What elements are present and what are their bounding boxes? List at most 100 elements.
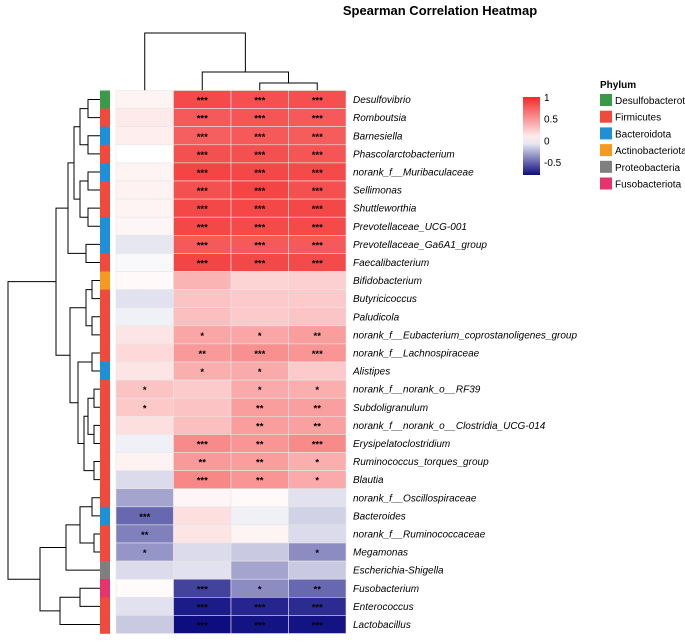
significance-label: *** [254,186,265,197]
significance-label: *** [197,620,208,631]
phylum-swatch-cell [100,488,110,508]
color-scale-bar [523,97,540,175]
row-dendrogram-branch [87,99,100,119]
row-dendrogram-branch [77,361,92,444]
phylum-swatch-cell [100,325,110,345]
significance-label: *** [254,96,265,107]
row-dendrogram-branch [91,316,100,336]
row-dendrogram-branch [39,547,66,612]
heatmap-cell [288,524,347,544]
row-dendrogram-branch [79,108,88,146]
row-dendrogram-branch [79,587,100,607]
row-label: norank_f__Muribaculaceae [353,167,474,178]
phylum-swatch-cell [100,398,110,417]
significance-label: *** [197,96,208,107]
heatmap-cell [173,271,232,290]
phylum-swatch-cell [100,271,110,290]
row-label: Lactobacillus [353,620,411,631]
column-dendrogram-branch [259,82,318,91]
color-scale-tick: -0.5 [544,158,562,169]
significance-label: *** [312,222,323,233]
heatmap-cell [173,560,232,580]
heatmap-cell [288,289,347,309]
row-labels: DesulfovibrioRomboutsiaBarnesiellaPhasco… [352,95,577,631]
phylum-swatch-cell [100,307,110,327]
significance-label: * [143,385,147,396]
significance-label: *** [254,132,265,143]
chart-title: Spearman Correlation Heatmap [343,3,537,18]
significance-label: * [258,367,262,378]
row-dendrogram-branch [87,135,100,155]
phylum-legend-swatch [600,94,612,106]
significance-label: ** [314,584,322,595]
row-dendrogram-branch [91,280,100,300]
phylum-color-bar [100,90,110,634]
heatmap-cell [115,144,174,164]
significance-label: *** [312,204,323,215]
phylum-swatch-cell [100,126,110,146]
row-dendrogram-branch [79,180,88,218]
significance-label: ** [314,331,322,342]
heatmap-cell [288,615,347,634]
significance-label: *** [197,114,208,125]
heatmap-cell [115,415,174,435]
significance-label: * [143,548,147,559]
significance-label: *** [254,620,265,631]
significance-labels: ****************************************… [139,96,323,632]
row-label: norank_f__Oscillospiraceae [353,493,477,504]
significance-label: *** [254,222,265,233]
significance-label: *** [312,240,323,251]
row-label: Butyricicoccus [353,294,417,305]
significance-label: * [315,548,319,559]
phylum-legend-swatch [600,177,612,190]
row-label: norank_f__norank_o__Clostridia_UCG-014 [353,421,546,432]
phylum-swatch-cell [100,615,110,634]
significance-label: ** [256,476,264,487]
column-dendrogram [144,32,318,91]
significance-label: *** [312,349,323,360]
phylum-swatch-cell [100,217,110,236]
heatmap-cell [115,235,174,254]
significance-label: *** [197,150,208,161]
column-dendrogram-branch [201,71,289,91]
significance-label: *** [197,240,208,251]
row-label: Romboutsia [353,113,407,124]
significance-label: *** [197,132,208,143]
row-dendrogram-branch [93,424,100,444]
significance-label: ** [199,458,207,469]
phylum-swatch-cell [100,434,110,453]
phylum-legend-label: Desulfobacterota [615,96,685,107]
significance-label: *** [197,584,208,595]
heatmap-cell [115,216,174,236]
row-dendrogram-branch [65,524,100,571]
phylum-swatch-cell [100,470,110,489]
phylum-swatch-cell [100,416,110,435]
row-label: Faecalibacterium [353,258,429,269]
color-scale-tick: 0 [544,136,550,147]
heatmap-cell [115,325,174,345]
phylum-legend-title: Phylum [600,80,636,91]
heatmap-cells [115,90,347,634]
phylum-swatch-cell [100,597,110,616]
row-label: Phascolarctobacterium [353,149,455,160]
row-dendrogram-branch [83,415,94,472]
heatmap-cell [115,126,174,146]
heatmap-cell [173,506,232,526]
row-label: Escherichia-Shigella [353,566,444,577]
heatmap-cell [115,90,174,109]
row-label: Erysipelatoclostridium [353,439,450,450]
significance-label: ** [256,403,264,414]
significance-label: *** [254,602,265,613]
phylum-swatch-cell [100,181,110,200]
phylum-legend-label: Bacteroidota [615,129,672,140]
row-label: Paludicola [353,312,400,323]
row-dendrogram-branch [85,243,100,263]
phylum-swatch-cell [100,90,110,109]
phylum-swatch-cell [100,108,110,127]
row-label: Bacteroides [353,511,406,522]
row-label: Enterococcus [353,602,414,613]
significance-label: * [258,385,262,396]
phylum-legend-swatch [600,160,612,173]
row-dendrogram-branch [67,162,86,254]
